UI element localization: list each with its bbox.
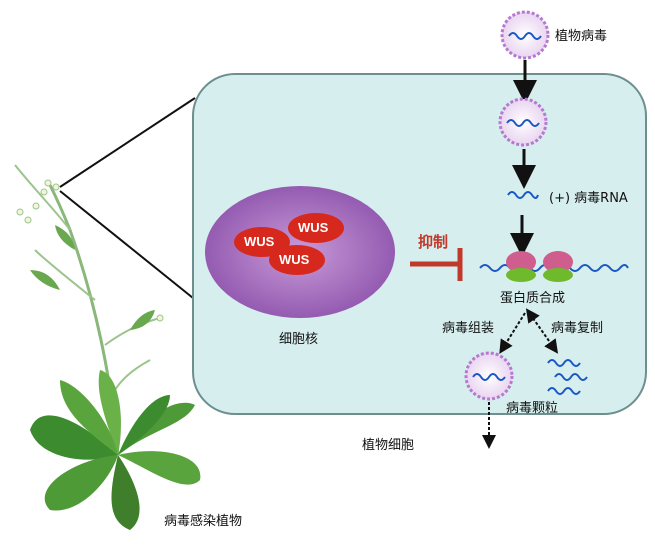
positive-rna-label: (+) 病毒RNA (549, 191, 628, 206)
virus-assembly-label: 病毒组装 (442, 321, 495, 336)
replication-arrow (525, 308, 559, 354)
rna-strand-icon (507, 191, 539, 199)
virus-particle-label: 病毒颗粒 (506, 401, 559, 416)
ribosome-icon (543, 251, 573, 282)
plant-virus-label: 植物病毒 (555, 29, 608, 44)
protein-synthesis-label: 蛋白质合成 (500, 291, 566, 306)
inhibit-arrow-icon (410, 248, 463, 281)
inhibition-label: 抑制 (418, 233, 449, 251)
nucleus-label: 细胞核 (279, 332, 319, 347)
wus-blob-1 (234, 227, 290, 257)
wus-label: WUS (279, 252, 310, 267)
zoom-line-bottom (59, 190, 194, 299)
ribosome-icon (506, 251, 536, 282)
virus-particle-icon (500, 10, 550, 60)
wus-blob-3 (269, 245, 325, 275)
virus-particle-icon (464, 351, 514, 401)
wus-blob-2 (288, 213, 344, 243)
infected-plant-label: 病毒感染植物 (164, 514, 243, 529)
plant-cell-label: 植物细胞 (362, 438, 415, 453)
virus-particle-icon (498, 97, 548, 147)
wus-label: WUS (298, 220, 329, 235)
plant-icon (14, 164, 201, 530)
replicated-rna-icon (547, 359, 588, 395)
zoom-line-top (59, 97, 196, 188)
wus-label: WUS (244, 234, 275, 249)
assembly-arrow (499, 312, 526, 354)
virus-replication-label: 病毒复制 (551, 321, 604, 336)
